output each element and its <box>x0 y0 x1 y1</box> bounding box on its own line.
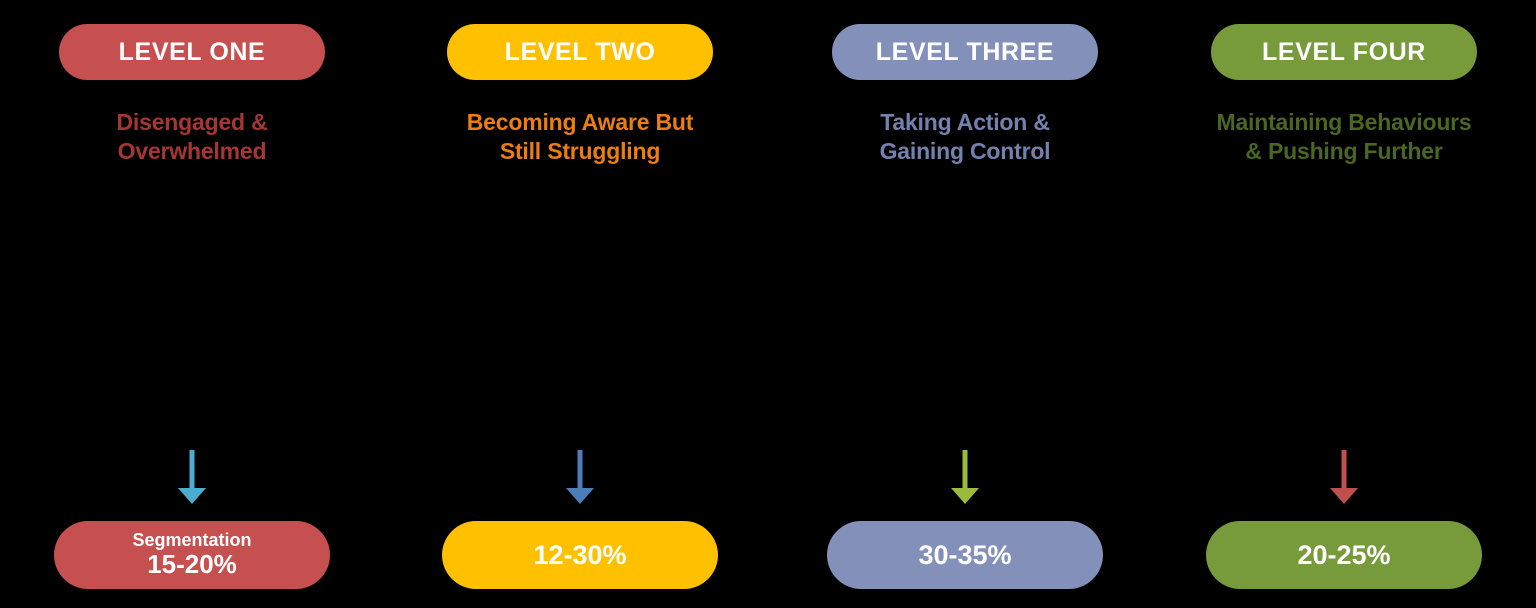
stat-value-four: 20-25% <box>1297 539 1391 570</box>
level-column-four: LEVEL FOUR Maintaining Behaviours & Push… <box>1152 0 1536 608</box>
level-pill-two[interactable]: LEVEL TWO <box>447 24 713 80</box>
level-pill-three[interactable]: LEVEL THREE <box>832 24 1098 80</box>
level-subtitle-four-line2: & Pushing Further <box>1245 138 1443 165</box>
stat-caption-one: Segmentation <box>132 530 252 550</box>
level-subtitle-three: Taking Action & Gaining Control <box>773 108 1157 167</box>
level-pill-label-four: LEVEL FOUR <box>1262 37 1426 66</box>
level-pill-label-three: LEVEL THREE <box>875 37 1055 66</box>
arrow-down-icon-two <box>558 450 602 508</box>
level-subtitle-two-line1: Becoming Aware But <box>466 109 694 135</box>
level-pill-one[interactable]: LEVEL ONE <box>59 24 325 80</box>
arrow-down-icon-three <box>943 450 987 508</box>
level-pill-four[interactable]: LEVEL FOUR <box>1211 24 1477 80</box>
stat-pill-three[interactable]: 30-35% <box>827 521 1103 589</box>
level-subtitle-three-line1: Taking Action & <box>880 109 1050 135</box>
level-column-one: LEVEL ONE Disengaged & Overwhelmed Segme… <box>0 0 384 608</box>
level-subtitle-one-line2: Overwhelmed <box>117 138 267 165</box>
level-subtitle-four-line1: Maintaining Behaviours <box>1216 109 1472 135</box>
level-pill-label-two: LEVEL TWO <box>504 37 656 66</box>
stat-pill-two[interactable]: 12-30% <box>442 521 718 589</box>
stat-pill-four[interactable]: 20-25% <box>1206 521 1482 589</box>
level-subtitle-one-line1: Disengaged & <box>116 109 268 135</box>
level-pill-label-one: LEVEL ONE <box>118 37 266 66</box>
arrow-down-icon-four <box>1322 450 1366 508</box>
level-subtitle-three-line2: Gaining Control <box>879 138 1051 165</box>
stat-pill-one[interactable]: Segmentation 15-20% <box>54 521 330 589</box>
level-subtitle-one: Disengaged & Overwhelmed <box>0 108 384 167</box>
stat-value-two: 12-30% <box>533 539 627 570</box>
level-column-three: LEVEL THREE Taking Action & Gaining Cont… <box>773 0 1157 608</box>
stat-value-one: 15-20% <box>147 548 237 579</box>
arrow-down-icon-one <box>170 450 214 508</box>
level-subtitle-two: Becoming Aware But Still Struggling <box>388 108 772 167</box>
level-subtitle-four: Maintaining Behaviours & Pushing Further <box>1152 108 1536 167</box>
stat-value-three: 30-35% <box>918 539 1012 570</box>
level-subtitle-two-line2: Still Struggling <box>499 138 661 165</box>
level-column-two: LEVEL TWO Becoming Aware But Still Strug… <box>388 0 772 608</box>
